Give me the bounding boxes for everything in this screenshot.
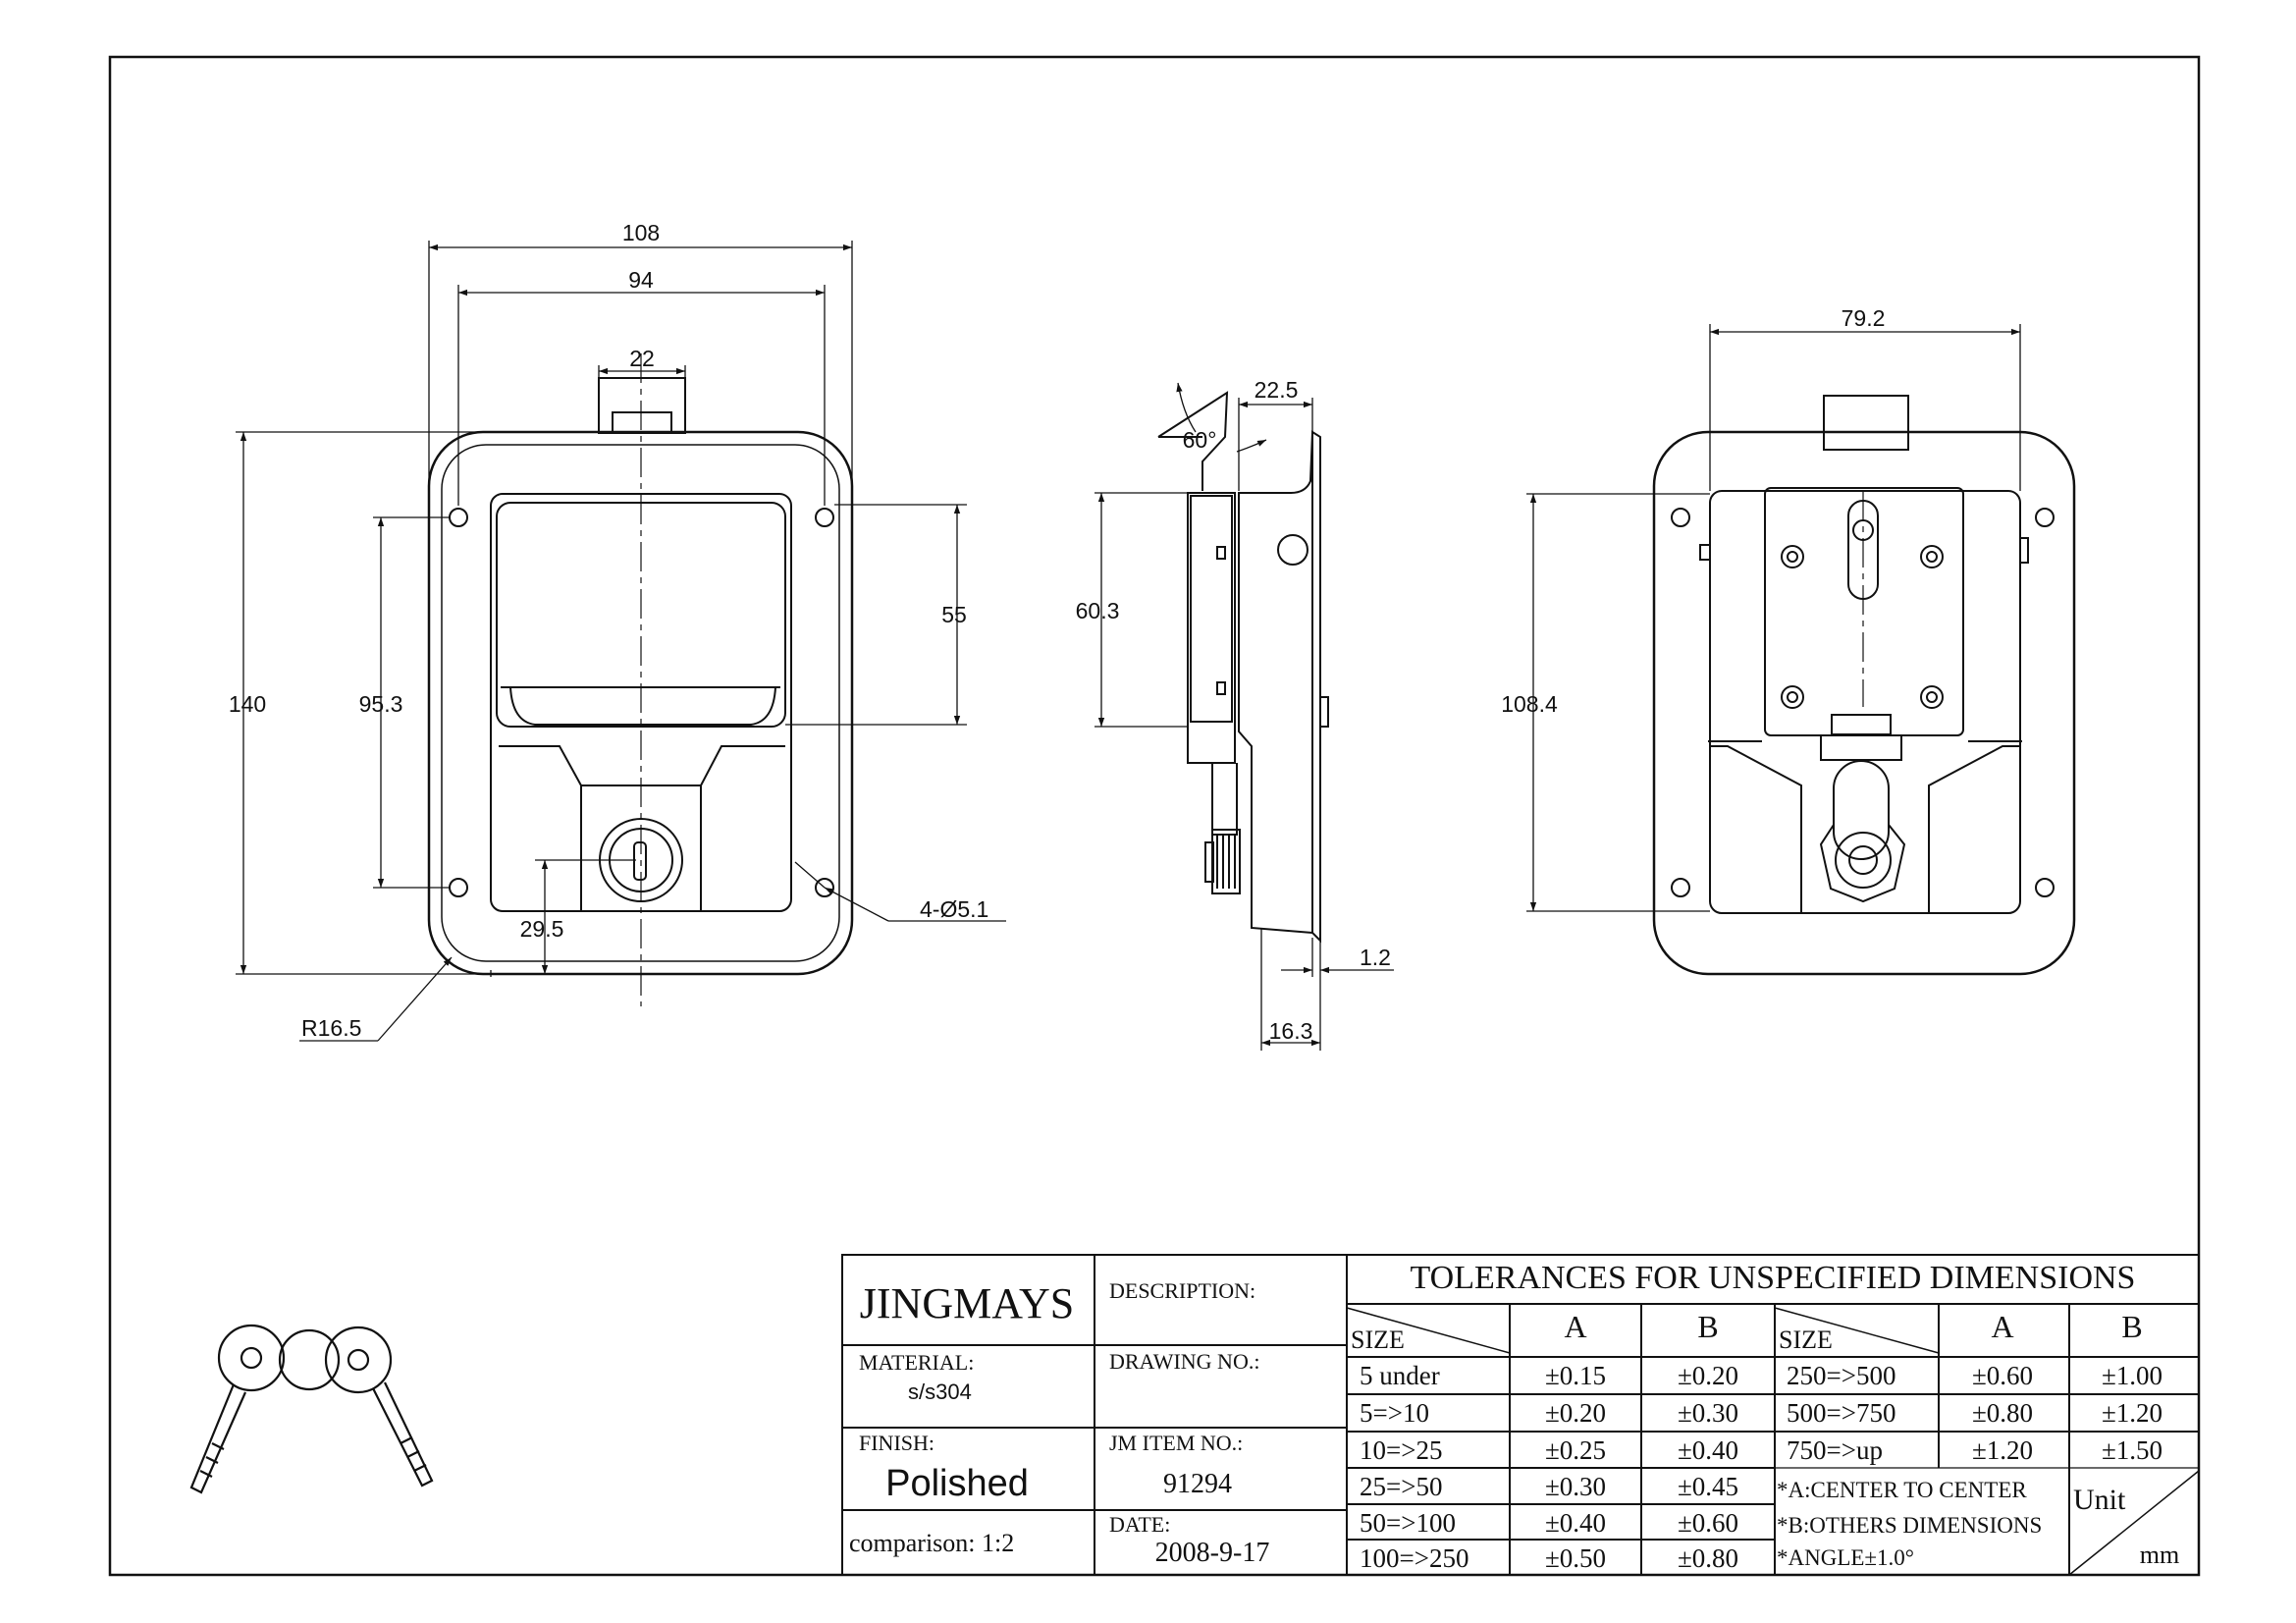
tolerance-size-cell: 250=>500 xyxy=(1787,1361,1896,1390)
dim-108: 108 xyxy=(622,220,660,245)
col-b-header-left: B xyxy=(1697,1309,1718,1344)
side-view xyxy=(1157,391,1329,944)
tolerance-a-cell: ±0.25 xyxy=(1545,1435,1606,1465)
front-dimension-labels: 108 94 22 140 95.3 55 29.5 4-Ø5.1 R16.5 xyxy=(229,220,989,1041)
tolerance-b-cell: ±1.20 xyxy=(2102,1398,2163,1428)
date-label: DATE: xyxy=(1109,1512,1170,1537)
col-a-header-right: A xyxy=(1991,1309,2013,1344)
dim-79-2: 79.2 xyxy=(1842,305,1886,331)
tolerance-a-cell: ±0.80 xyxy=(1972,1398,2033,1428)
material-label: MATERIAL: xyxy=(859,1350,974,1375)
back-view xyxy=(1652,395,2076,976)
dim-60-3: 60.3 xyxy=(1076,598,1120,623)
tolerance-b-cell: ±1.50 xyxy=(2102,1435,2163,1465)
note-angle: *ANGLE±1.0° xyxy=(1777,1545,1914,1570)
tolerance-b-cell: ±1.00 xyxy=(2102,1361,2163,1390)
dim-140: 140 xyxy=(229,691,266,717)
dim-16-3: 16.3 xyxy=(1269,1018,1313,1044)
dim-95-3: 95.3 xyxy=(359,691,403,717)
company-name: JINGMAYS xyxy=(860,1279,1074,1327)
unit-value: mm xyxy=(2140,1541,2179,1569)
tolerance-a-cell: ±0.40 xyxy=(1545,1508,1606,1538)
tolerance-a-cell: ±0.30 xyxy=(1545,1472,1606,1501)
tolerance-a-cell: ±0.50 xyxy=(1545,1543,1606,1573)
finish-label: FINISH: xyxy=(859,1431,934,1455)
description-label: DESCRIPTION: xyxy=(1109,1278,1255,1303)
drawing-no-label: DRAWING NO.: xyxy=(1109,1349,1259,1374)
date-value: 2008-9-17 xyxy=(1155,1538,1270,1568)
dim-29-5: 29.5 xyxy=(520,916,564,942)
tolerance-b-cell: ±0.45 xyxy=(1678,1472,1738,1501)
tolerance-size-cell: 50=>100 xyxy=(1360,1508,1456,1538)
dim-94: 94 xyxy=(628,267,654,293)
dim-55: 55 xyxy=(941,602,967,627)
col-b-header-right: B xyxy=(2121,1309,2142,1344)
tolerance-size-cell: 10=>25 xyxy=(1360,1435,1442,1465)
item-no-label: JM ITEM NO.: xyxy=(1109,1431,1243,1455)
dim-22: 22 xyxy=(629,346,655,371)
dim-22-5: 22.5 xyxy=(1255,377,1299,403)
size-header-right: SIZE xyxy=(1779,1325,1833,1354)
dim-holes: 4-Ø5.1 xyxy=(920,896,988,922)
tolerance-a-cell: ±0.20 xyxy=(1545,1398,1606,1428)
side-dimensions xyxy=(1095,382,1394,1051)
material-value: s/s304 xyxy=(908,1380,972,1404)
side-dimension-labels: 22.5 60° 60.3 1.2 16.3 xyxy=(1076,377,1391,1044)
front-dimensions xyxy=(236,241,1006,1042)
tolerance-a-cell: ±1.20 xyxy=(1972,1435,2033,1465)
tolerance-b-cell: ±0.40 xyxy=(1678,1435,1738,1465)
tolerance-notes: *A:CENTER TO CENTER *B:OTHERS DIMENSIONS… xyxy=(1777,1478,2179,1570)
tolerance-b-cell: ±0.60 xyxy=(1678,1508,1738,1538)
title-block xyxy=(841,1254,2200,1576)
back-dimension-labels: 79.2 108.4 xyxy=(1501,305,1885,717)
dim-60-deg: 60° xyxy=(1183,427,1217,453)
dim-108-4: 108.4 xyxy=(1501,691,1558,717)
keys-illustration xyxy=(189,1324,434,1494)
tolerance-size-cell: 25=>50 xyxy=(1360,1472,1442,1501)
tolerance-a-cell: ±0.15 xyxy=(1545,1361,1606,1390)
tolerance-size-cell: 5=>10 xyxy=(1360,1398,1429,1428)
back-dimensions xyxy=(1526,324,2021,912)
tolerance-rows-left: 5 under ±0.15 ±0.20 5=>10 ±0.20 ±0.30 10=>25 ±0… xyxy=(1360,1361,1738,1573)
size-header-left: SIZE xyxy=(1351,1325,1405,1354)
tolerance-size-cell: 750=>up xyxy=(1787,1435,1883,1465)
tolerance-rows-right: 250=>500 ±0.60 ±1.00 500=>750 ±0.80 ±1.20 750=… xyxy=(1787,1361,2163,1465)
title-block-text: JINGMAYS DESCRIPTION: MATERIAL: s/s304 D… xyxy=(849,1260,2143,1568)
tolerance-size-cell: 5 under xyxy=(1360,1361,1440,1390)
comparison-scale: comparison: 1:2 xyxy=(849,1529,1014,1557)
col-a-header-left: A xyxy=(1564,1309,1586,1344)
tolerance-size-cell: 100=>250 xyxy=(1360,1543,1468,1573)
tolerance-a-cell: ±0.60 xyxy=(1972,1361,2033,1390)
note-others-dimensions: *B:OTHERS DIMENSIONS xyxy=(1777,1513,2042,1538)
note-center-to-center: *A:CENTER TO CENTER xyxy=(1777,1478,2027,1502)
tolerance-size-cell: 500=>750 xyxy=(1787,1398,1896,1428)
finish-value: Polished xyxy=(885,1463,1029,1504)
item-no-value: 91294 xyxy=(1163,1469,1232,1499)
tolerance-b-cell: ±0.80 xyxy=(1678,1543,1738,1573)
tolerance-title: TOLERANCES FOR UNSPECIFIED DIMENSIONS xyxy=(1411,1260,2136,1296)
dim-r16-5: R16.5 xyxy=(301,1015,361,1041)
dim-1-2: 1.2 xyxy=(1360,945,1391,970)
tolerance-b-cell: ±0.30 xyxy=(1678,1398,1738,1428)
drawing-border xyxy=(108,55,2201,1577)
unit-label: Unit xyxy=(2073,1484,2126,1516)
tolerance-b-cell: ±0.20 xyxy=(1678,1361,1738,1390)
